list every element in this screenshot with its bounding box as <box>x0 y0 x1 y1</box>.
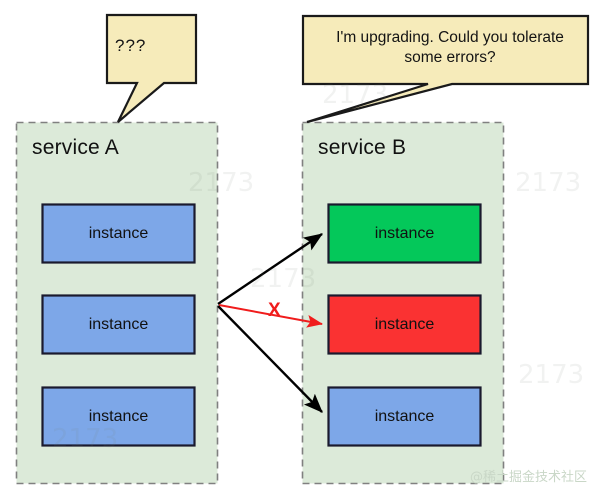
service-a-instance-3-label: instance <box>88 408 149 425</box>
arrow-to-blue-instance <box>217 305 323 413</box>
arrow-to-red-instance <box>218 304 323 328</box>
service-a-instance-1-label: instance <box>88 225 149 242</box>
speech-bubble-service-b-line1: I'm upgrading. Could you tolerate <box>336 29 564 46</box>
arrow-to-green-instance <box>217 233 323 305</box>
speech-bubble-service-b-line2: some errors? <box>404 49 496 66</box>
service-a-title: service A <box>32 136 119 159</box>
service-a-instance-2-label: instance <box>88 316 149 333</box>
speech-bubble-service-b <box>301 14 590 124</box>
service-a-instance-3[interactable] <box>41 386 196 447</box>
service-b-title: service B <box>318 136 407 159</box>
service-a-instance-1[interactable] <box>41 203 196 264</box>
service-b-instance-2[interactable] <box>327 294 482 355</box>
service-b-instance-2-label: instance <box>374 316 435 333</box>
speech-bubble-service-b-text: I'm upgrading. Could you tolerate some e… <box>312 28 588 68</box>
service-b-instance-3-label: instance <box>374 408 435 425</box>
service-a-instance-2[interactable] <box>41 294 196 355</box>
speech-bubble-service-a-text: ??? <box>115 36 147 55</box>
service-b-instance-1[interactable] <box>327 203 482 264</box>
failure-x-icon: X <box>268 300 281 321</box>
site-watermark: @稀土掘金技术社区 <box>470 470 588 485</box>
speech-bubble-service-a <box>105 13 198 123</box>
service-b-instance-3[interactable] <box>327 386 482 447</box>
service-b-instance-1-label: instance <box>374 225 435 242</box>
